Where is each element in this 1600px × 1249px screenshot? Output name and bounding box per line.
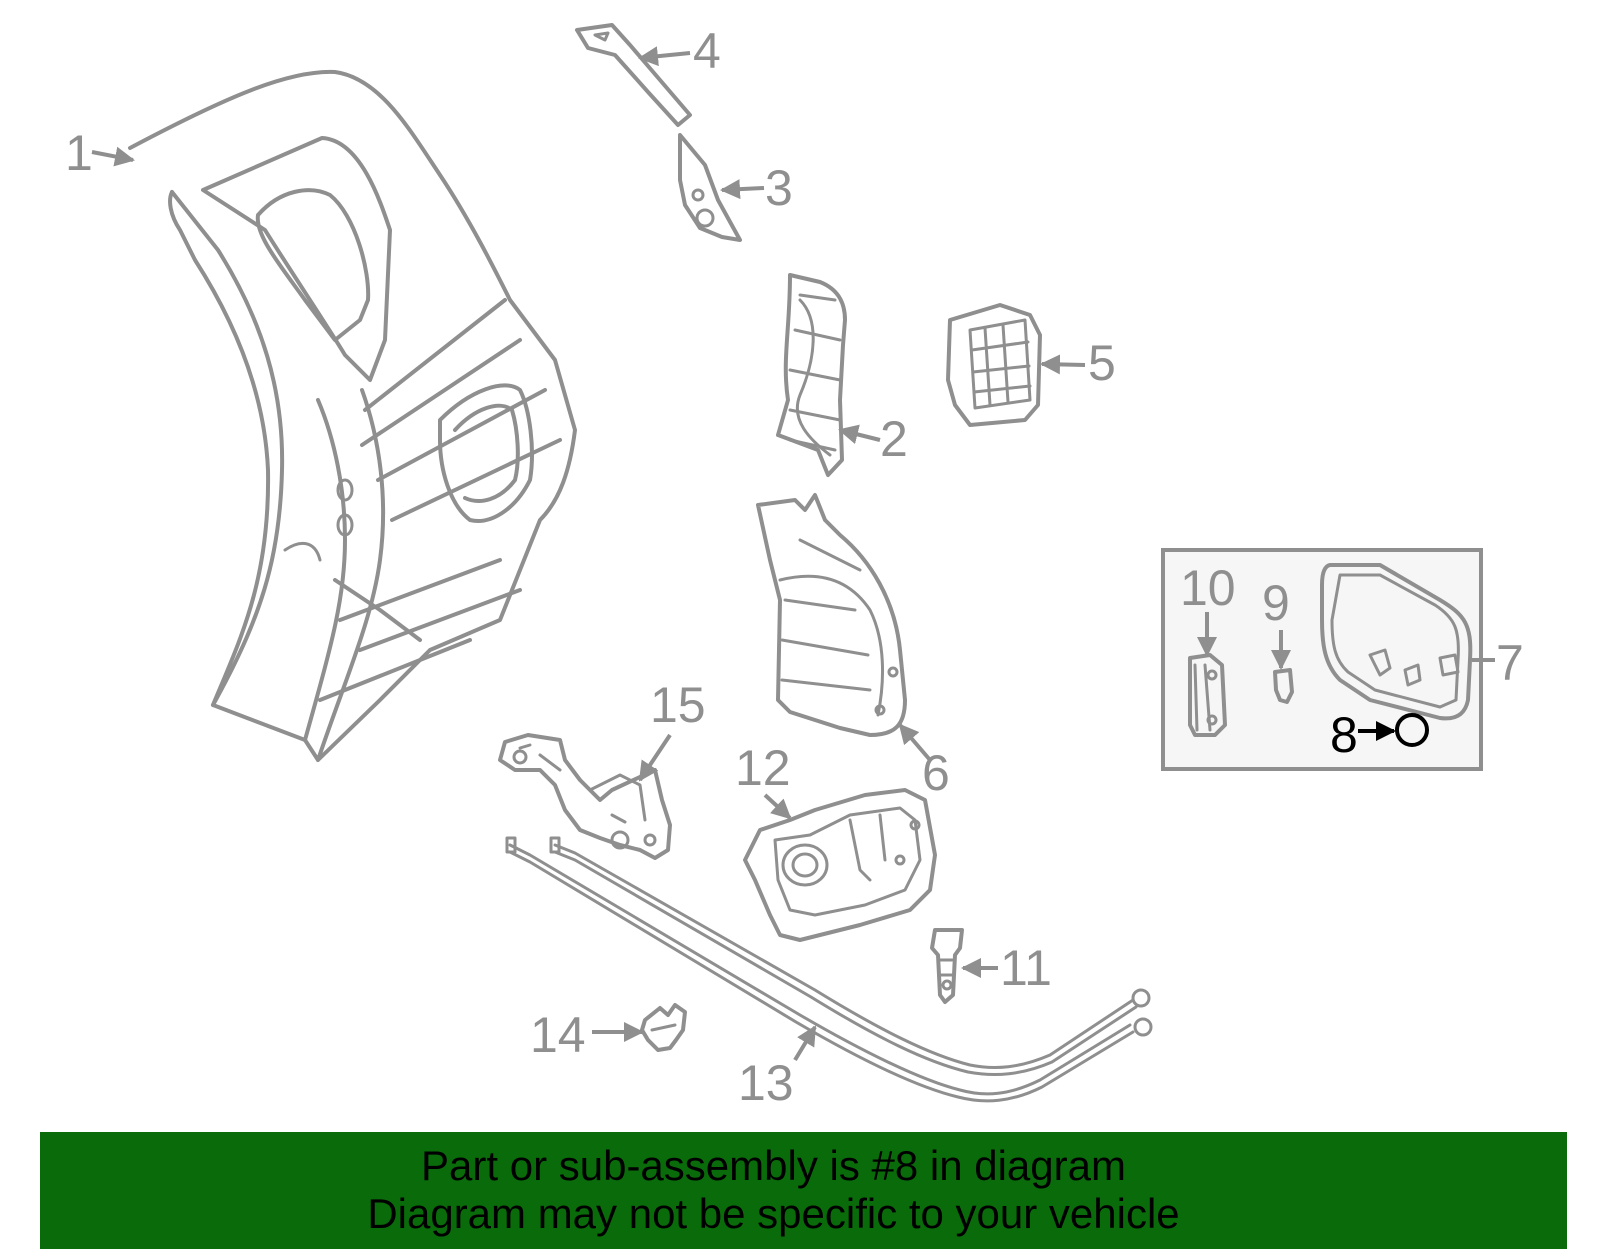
callout-7: 7 — [1496, 635, 1524, 691]
fuel-housing-part-12: 12 — [735, 740, 937, 942]
callout-11: 11 — [1000, 940, 1052, 996]
callout-2: 2 — [880, 411, 908, 467]
bracket-part-4: 4 — [575, 23, 721, 127]
latch-part-15: 15 — [498, 677, 706, 860]
liner-part-6: 6 — [756, 493, 950, 801]
vent-part-5: 5 — [946, 303, 1116, 427]
fuel-door-part-7: 7 — [1320, 563, 1524, 721]
quarter-panel-part-1: 1 — [65, 69, 577, 762]
bracket-part-3: 3 — [678, 133, 793, 242]
pin-part-11: 11 — [930, 928, 1052, 1004]
callout-8: 8 — [1330, 707, 1358, 763]
callout-12: 12 — [735, 740, 791, 796]
clip-part-14: 14 — [530, 1003, 687, 1063]
inner-panel-part-2: 2 — [776, 273, 908, 477]
info-banner: Part or sub-assembly is #8 in diagram Di… — [40, 1132, 1567, 1249]
callout-15: 15 — [650, 677, 706, 733]
callout-14: 14 — [530, 1007, 586, 1063]
callout-13: 13 — [738, 1055, 794, 1111]
inset-box: 10 9 7 8 — [1161, 548, 1524, 771]
clip-part-9: 9 — [1262, 575, 1294, 704]
callout-10: 10 — [1180, 560, 1236, 616]
callout-4: 4 — [693, 23, 721, 79]
hinge-part-10: 10 — [1180, 560, 1236, 737]
banner-line-1: Part or sub-assembly is #8 in diagram — [421, 1142, 1126, 1189]
banner-line-2: Diagram may not be specific to your vehi… — [367, 1190, 1180, 1237]
callout-9: 9 — [1262, 575, 1290, 631]
grommet-part-8-highlighted: 8 — [1330, 707, 1429, 763]
cable-part-13: 13 — [505, 836, 1153, 1111]
callout-3: 3 — [765, 160, 793, 216]
callout-5: 5 — [1088, 335, 1116, 391]
callout-1: 1 — [65, 125, 93, 181]
